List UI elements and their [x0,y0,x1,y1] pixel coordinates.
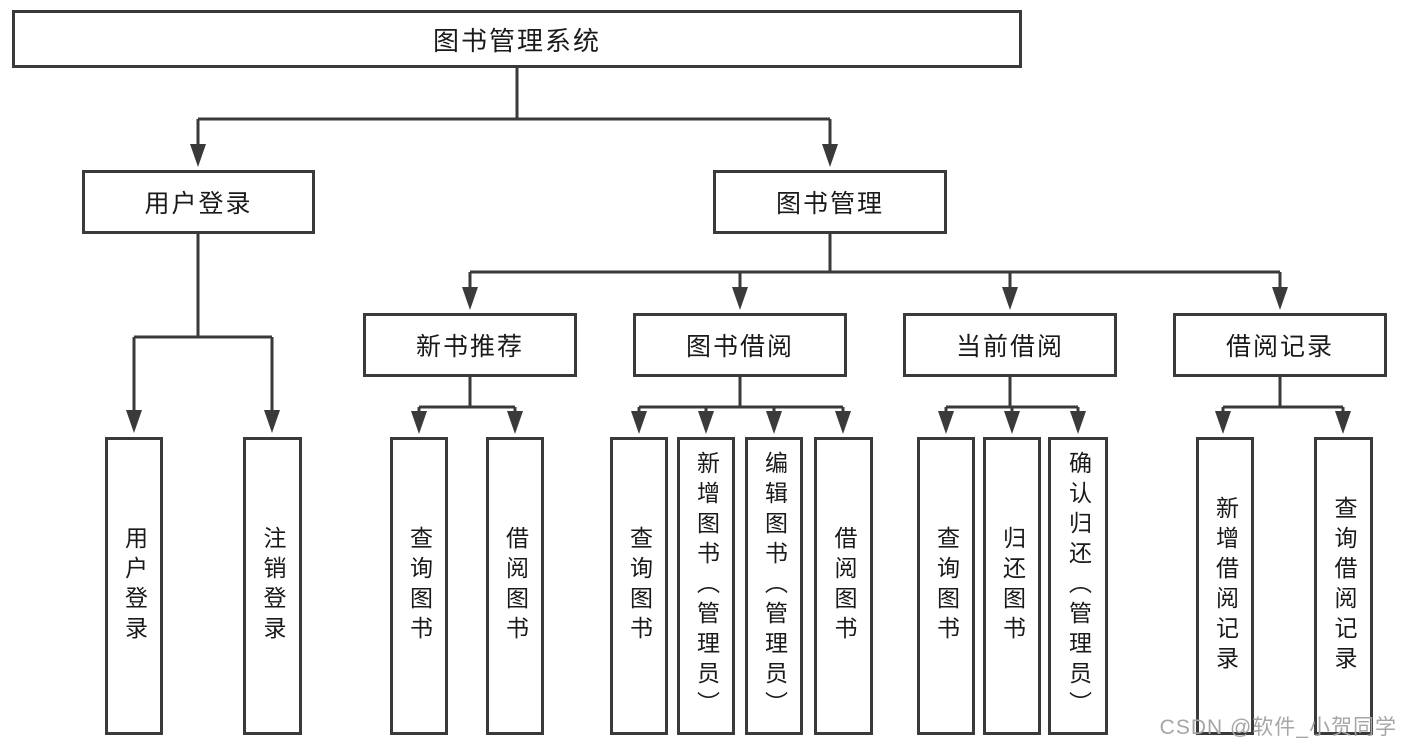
node-current-borrow: 当前借阅 [903,313,1117,377]
arrowhead-bb-query [631,411,647,434]
leaf-cb-confirm-return-admin: 确认归还（管理员） [1048,437,1108,735]
arrowhead-nb-query [411,411,427,434]
arrowhead-cb-return [1004,411,1020,434]
leaf-user-login-label: 用户登录 [121,526,148,646]
leaf-cb-confirm-return-admin-label: 确认归还（管理员） [1065,451,1092,721]
leaf-bb-query-book: 查询图书 [610,437,668,735]
leaf-cb-return-book: 归还图书 [983,437,1041,735]
leaf-logout-label: 注销登录 [260,526,286,646]
node-book-management: 图书管理 [713,170,947,234]
arrowhead-cb-confirm [1070,411,1086,434]
arrowhead-br-add [1215,411,1231,434]
leaf-nb-borrow-book-label: 借阅图书 [502,526,529,646]
connector-root-to-level2 [196,68,832,148]
leaf-cb-return-book-label: 归还图书 [999,526,1026,646]
leaf-cb-query-book: 查询图书 [917,437,975,735]
leaf-bb-edit-book-admin: 编辑图书（管理员） [745,437,803,735]
connector-book-management-children [468,234,1282,292]
node-borrow-records: 借阅记录 [1173,313,1387,377]
leaf-br-add-record-label: 新增借阅记录 [1212,496,1239,676]
arrowhead-bb-add [698,411,714,434]
arrowhead-book-management [822,144,838,167]
leaf-bb-query-book-label: 查询图书 [626,526,653,646]
connector-new-book-children [417,377,517,413]
leaf-bb-edit-book-admin-label: 编辑图书（管理员） [761,451,788,721]
leaf-br-add-record: 新增借阅记录 [1196,437,1254,735]
leaf-bb-borrow-book-label: 借阅图书 [831,526,857,646]
node-book-borrow: 图书借阅 [633,313,847,377]
arrowhead-current-borrow [1002,287,1018,310]
leaf-nb-query-book-label: 查询图书 [406,526,433,646]
leaf-bb-add-book-admin-label: 新增图书（管理员） [693,451,720,721]
leaf-nb-query-book: 查询图书 [390,437,448,735]
leaf-br-query-record: 查询借阅记录 [1314,437,1373,735]
arrowhead-book-borrow [732,287,748,310]
connector-current-borrow-children [944,377,1080,413]
arrowhead-cb-query [938,411,954,434]
arrowhead-leaf-login [126,410,142,433]
connector-book-borrow-children [637,377,845,413]
arrowhead-leaf-logout [264,410,280,433]
connector-user-login-children [132,234,274,414]
arrowhead-new-book-recommend [462,287,478,310]
leaf-logout: 注销登录 [243,437,302,735]
leaf-bb-add-book-admin: 新增图书（管理员） [677,437,735,735]
arrowhead-bb-borrow [835,411,851,434]
arrowhead-borrow-records [1272,287,1288,310]
arrowhead-br-query [1335,411,1351,434]
node-new-book-recommend: 新书推荐 [363,313,577,377]
connector-borrow-records-children [1221,377,1345,413]
leaf-nb-borrow-book: 借阅图书 [486,437,544,735]
leaf-user-login: 用户登录 [105,437,163,735]
leaf-cb-query-book-label: 查询图书 [933,526,960,646]
leaf-bb-borrow-book: 借阅图书 [814,437,873,735]
node-user-login: 用户登录 [82,170,315,234]
arrowhead-nb-borrow [507,411,523,434]
arrowhead-bb-edit [766,411,782,434]
leaf-br-query-record-label: 查询借阅记录 [1331,496,1357,676]
node-library-system: 图书管理系统 [12,10,1022,68]
arrowhead-user-login [190,144,206,167]
